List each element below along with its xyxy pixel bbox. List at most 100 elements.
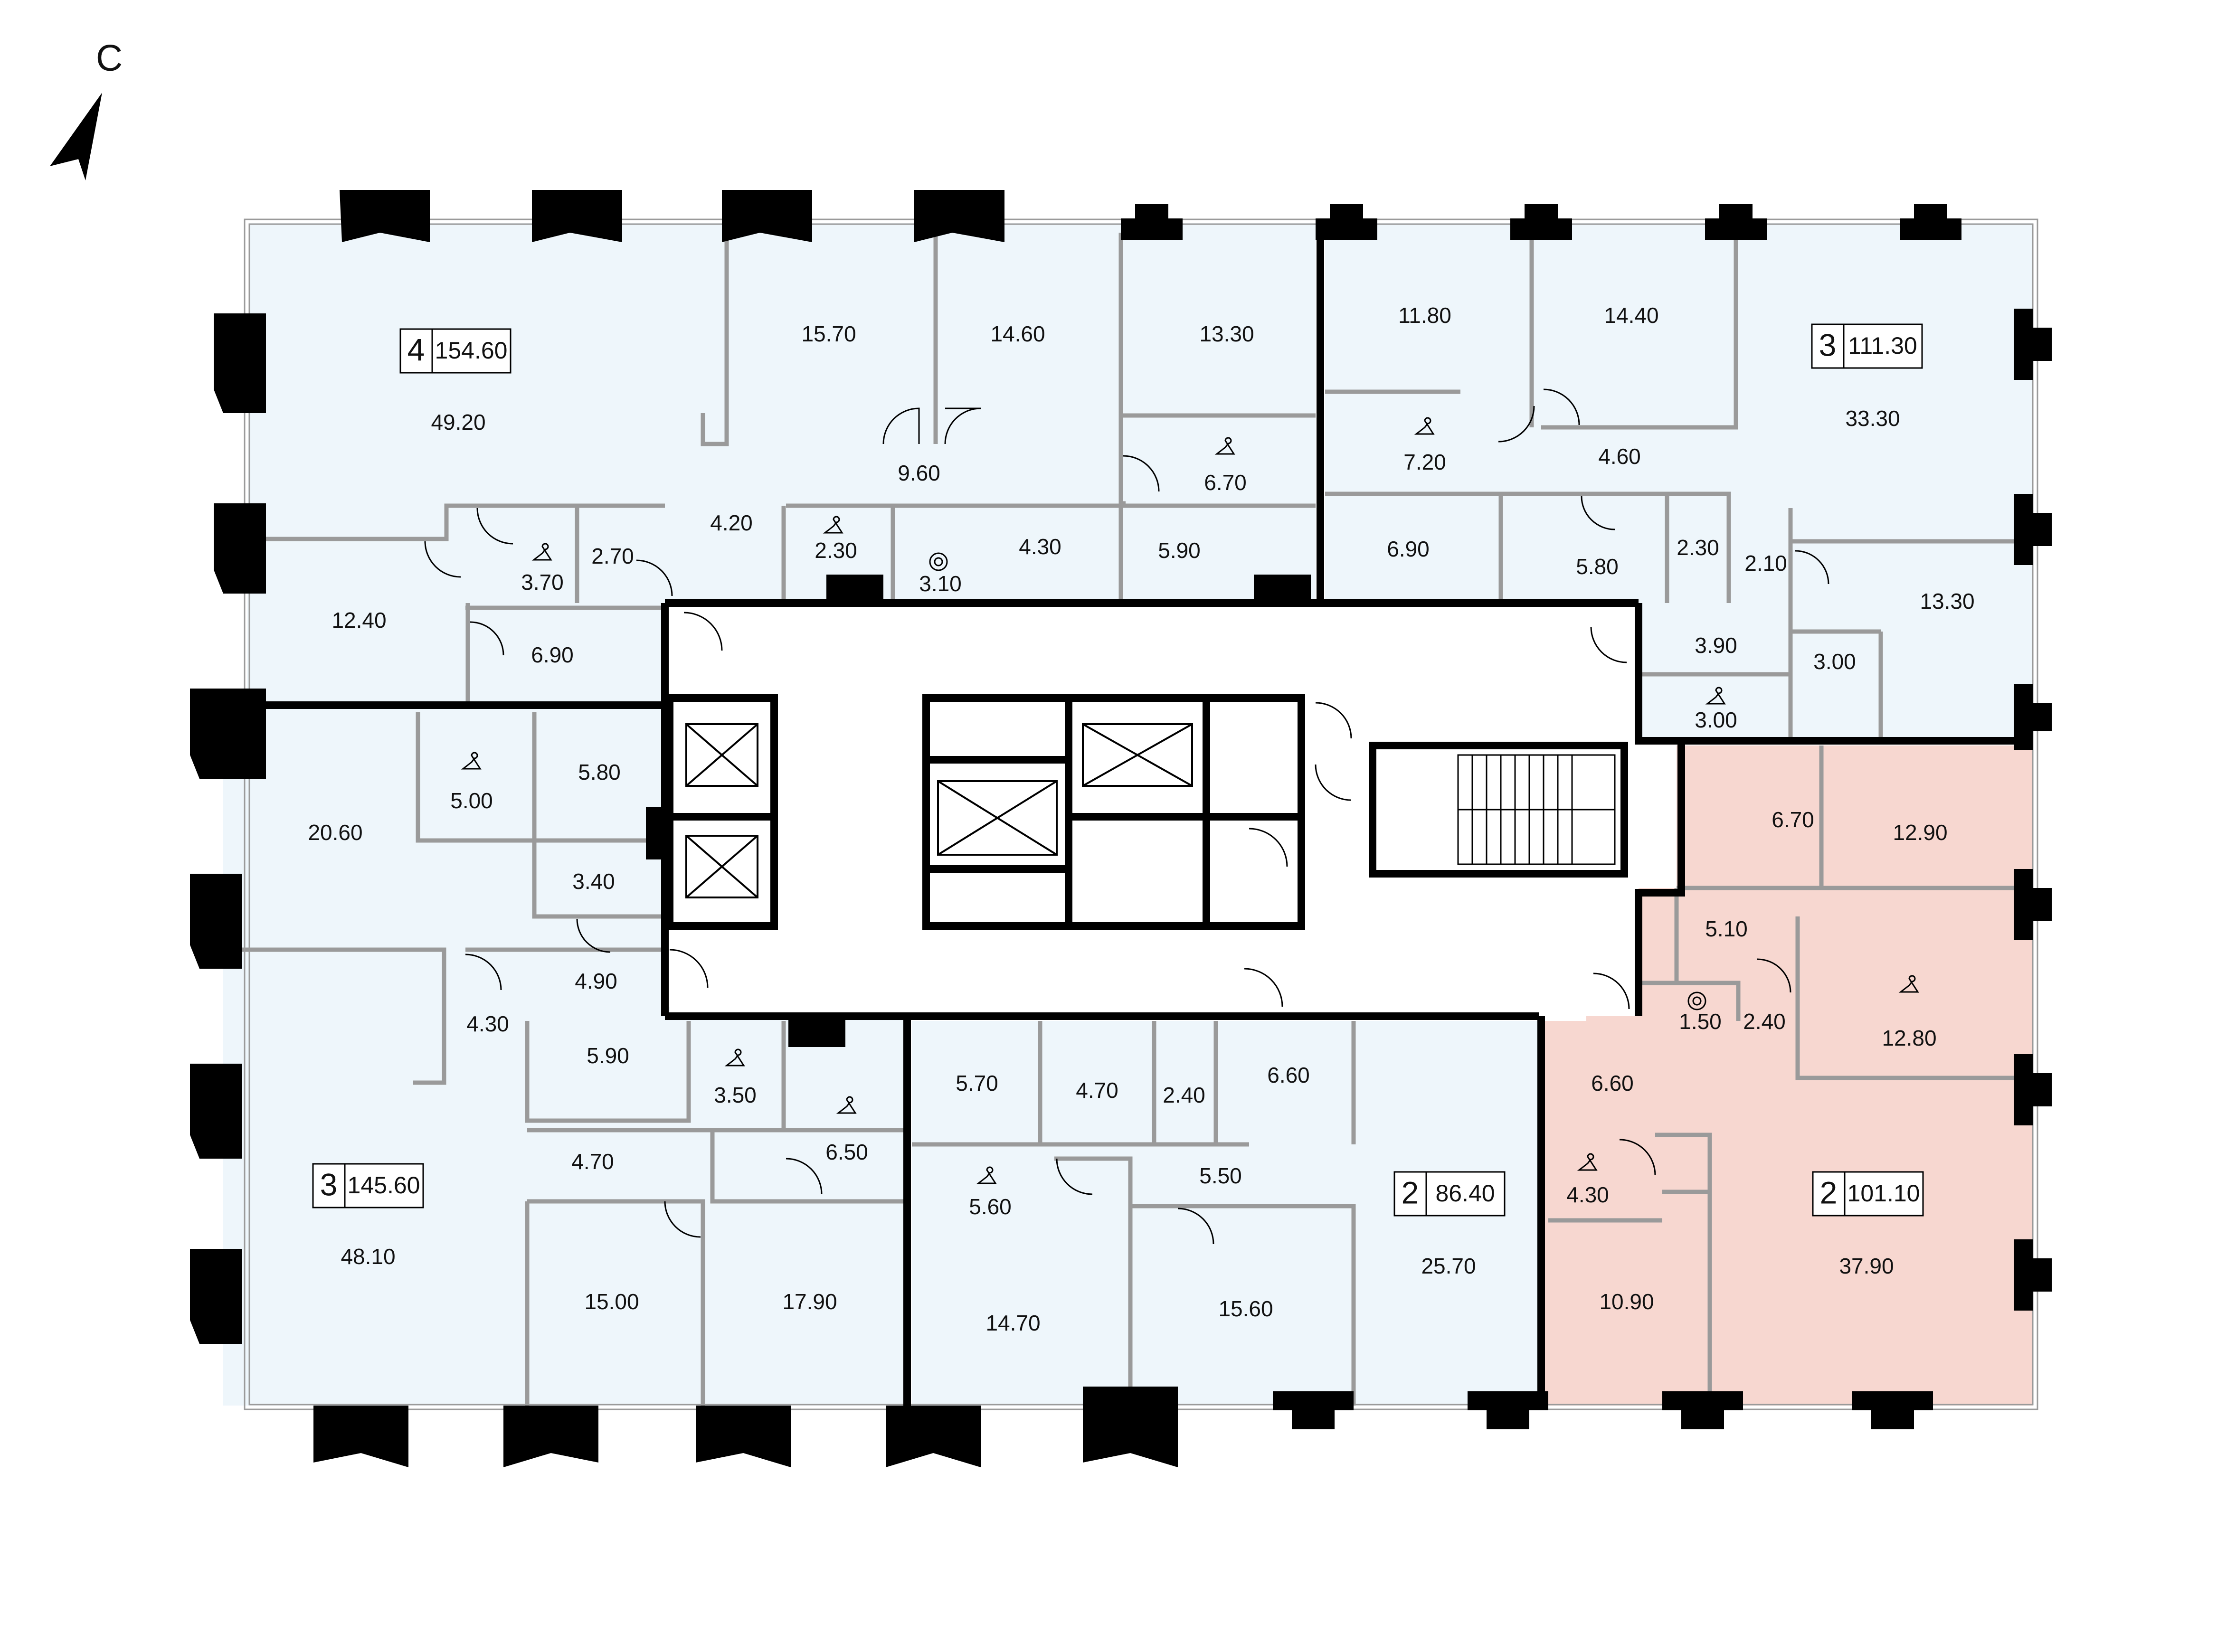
room-area: 4.30 [466,1011,509,1036]
door-swing-icon[interactable] [424,541,461,578]
room-area: 6.60 [1267,1063,1310,1087]
door-swing-icon[interactable] [683,612,723,651]
apartment-label-ne[interactable]: 3 111.30 [1811,323,1923,369]
partitions [228,233,2033,1406]
door-swing-icon[interactable] [1795,550,1829,585]
room-area: 2.30 [815,538,857,563]
elevator-icon [685,835,758,898]
room-area: 6.90 [531,642,574,667]
hanger-icon [724,1048,745,1067]
door-swing-icon[interactable] [465,953,502,991]
room-area: 37.90 [1839,1254,1894,1278]
door-swing-icon[interactable] [1757,958,1791,993]
apartment-area: 154.60 [435,337,508,364]
apartment-rooms: 3 [320,1167,338,1202]
door-swing-icon[interactable] [1581,496,1615,530]
door-swing-icon[interactable] [1056,1158,1093,1195]
hanger-icon [976,1166,997,1184]
apartment-label-nw[interactable]: 4 154.60 [399,328,512,374]
apartment-label-se[interactable]: 2 101.10 [1812,1171,1924,1217]
door-swing-icon[interactable] [576,918,611,953]
apartment-rooms: 4 [407,332,425,367]
stairs-icon [1457,754,1616,865]
facade-pilasters [190,190,2052,1467]
room-area: 10.90 [1599,1289,1654,1314]
door-swing-icon[interactable] [1249,828,1288,867]
elevators [685,723,1193,898]
apartment-area: 111.30 [1848,332,1917,359]
hanger-icon [1705,687,1726,705]
room-area: 5.70 [956,1071,998,1095]
room-area: 3.10 [919,571,962,596]
apartment-label-sw[interactable]: 3 145.60 [312,1163,424,1208]
room-area: 5.90 [587,1043,629,1068]
apartment-sc-fill[interactable] [912,1021,1539,1406]
room-area: 6.50 [825,1140,868,1164]
door-swing-icon[interactable] [786,1158,823,1195]
apartment-rooms: 3 [1819,327,1837,362]
door-swing-icon[interactable] [669,949,709,988]
apartment-rooms: 2 [1820,1175,1838,1210]
doors [424,388,1829,1245]
door-swing-icon[interactable] [1619,1139,1656,1176]
door-swing-icon[interactable] [470,621,504,656]
room-area: 6.60 [1591,1071,1634,1095]
room-area: 6.90 [1387,537,1430,561]
door-swing-icon[interactable] [1590,626,1627,663]
door-swing-icon[interactable] [1315,764,1352,801]
apartment-sw-fill[interactable] [223,708,907,1406]
room-area: 4.60 [1598,444,1641,469]
room-area: 2.10 [1744,551,1787,576]
door-swing-icon[interactable] [1244,968,1283,1007]
room-area: 33.30 [1845,406,1900,431]
hanger-icon [1214,437,1235,455]
door-swing-icon[interactable] [1593,972,1630,1010]
hanger-icon [1577,1153,1598,1171]
room-area: 5.90 [1158,538,1201,563]
apartment-label-sc[interactable]: 2 86.40 [1393,1171,1506,1217]
door-swing-icon[interactable] [1315,702,1352,739]
elevator-icon [1082,723,1193,787]
hangers [461,417,1919,1184]
room-area: 5.10 [1705,916,1748,941]
door-swing-icon[interactable] [882,407,920,444]
north-label: С [96,37,123,79]
room-area: 3.50 [714,1083,757,1107]
room-area: 2.70 [591,544,634,568]
apartment-area: 145.60 [348,1172,420,1199]
room-area: 48.10 [341,1244,395,1269]
apartment-fills [223,223,2033,1406]
room-area: 7.20 [1403,450,1446,474]
washer-icon [929,552,948,571]
room-area: 14.60 [990,321,1045,346]
north-indicator: С [50,37,123,180]
door-swing-icon[interactable] [1123,455,1160,492]
door-swing-icon[interactable] [1498,406,1535,443]
hanger-icon [1898,975,1919,993]
building-core [670,608,1639,1016]
structural-walls [247,223,2033,1415]
door-swing-icon[interactable] [664,1201,701,1238]
door-swing-icon[interactable] [1177,1208,1214,1245]
room-area: 3.70 [521,570,564,595]
room-area: 5.80 [578,760,621,784]
apartment-nw-fill[interactable] [247,223,1316,703]
apartment-se-fill[interactable] [1544,746,2033,1406]
room-area: 4.30 [1019,534,1061,559]
room-area: 6.70 [1204,470,1247,495]
room-area: 25.70 [1421,1254,1476,1278]
room-area: 13.30 [1199,321,1254,346]
room-area: 13.30 [1920,589,1974,614]
room-area: 5.60 [969,1194,1012,1219]
washer-icon [1687,991,1706,1010]
hanger-icon [531,543,552,561]
door-swing-icon[interactable] [944,407,981,444]
room-area: 3.00 [1695,708,1737,732]
door-swing-icon[interactable] [476,508,513,545]
door-swing-icon[interactable] [1543,388,1580,425]
apartment-area: 101.10 [1848,1180,1920,1207]
room-area: 15.60 [1218,1296,1273,1321]
room-area: 5.50 [1199,1163,1242,1188]
door-swing-icon[interactable] [636,559,673,596]
